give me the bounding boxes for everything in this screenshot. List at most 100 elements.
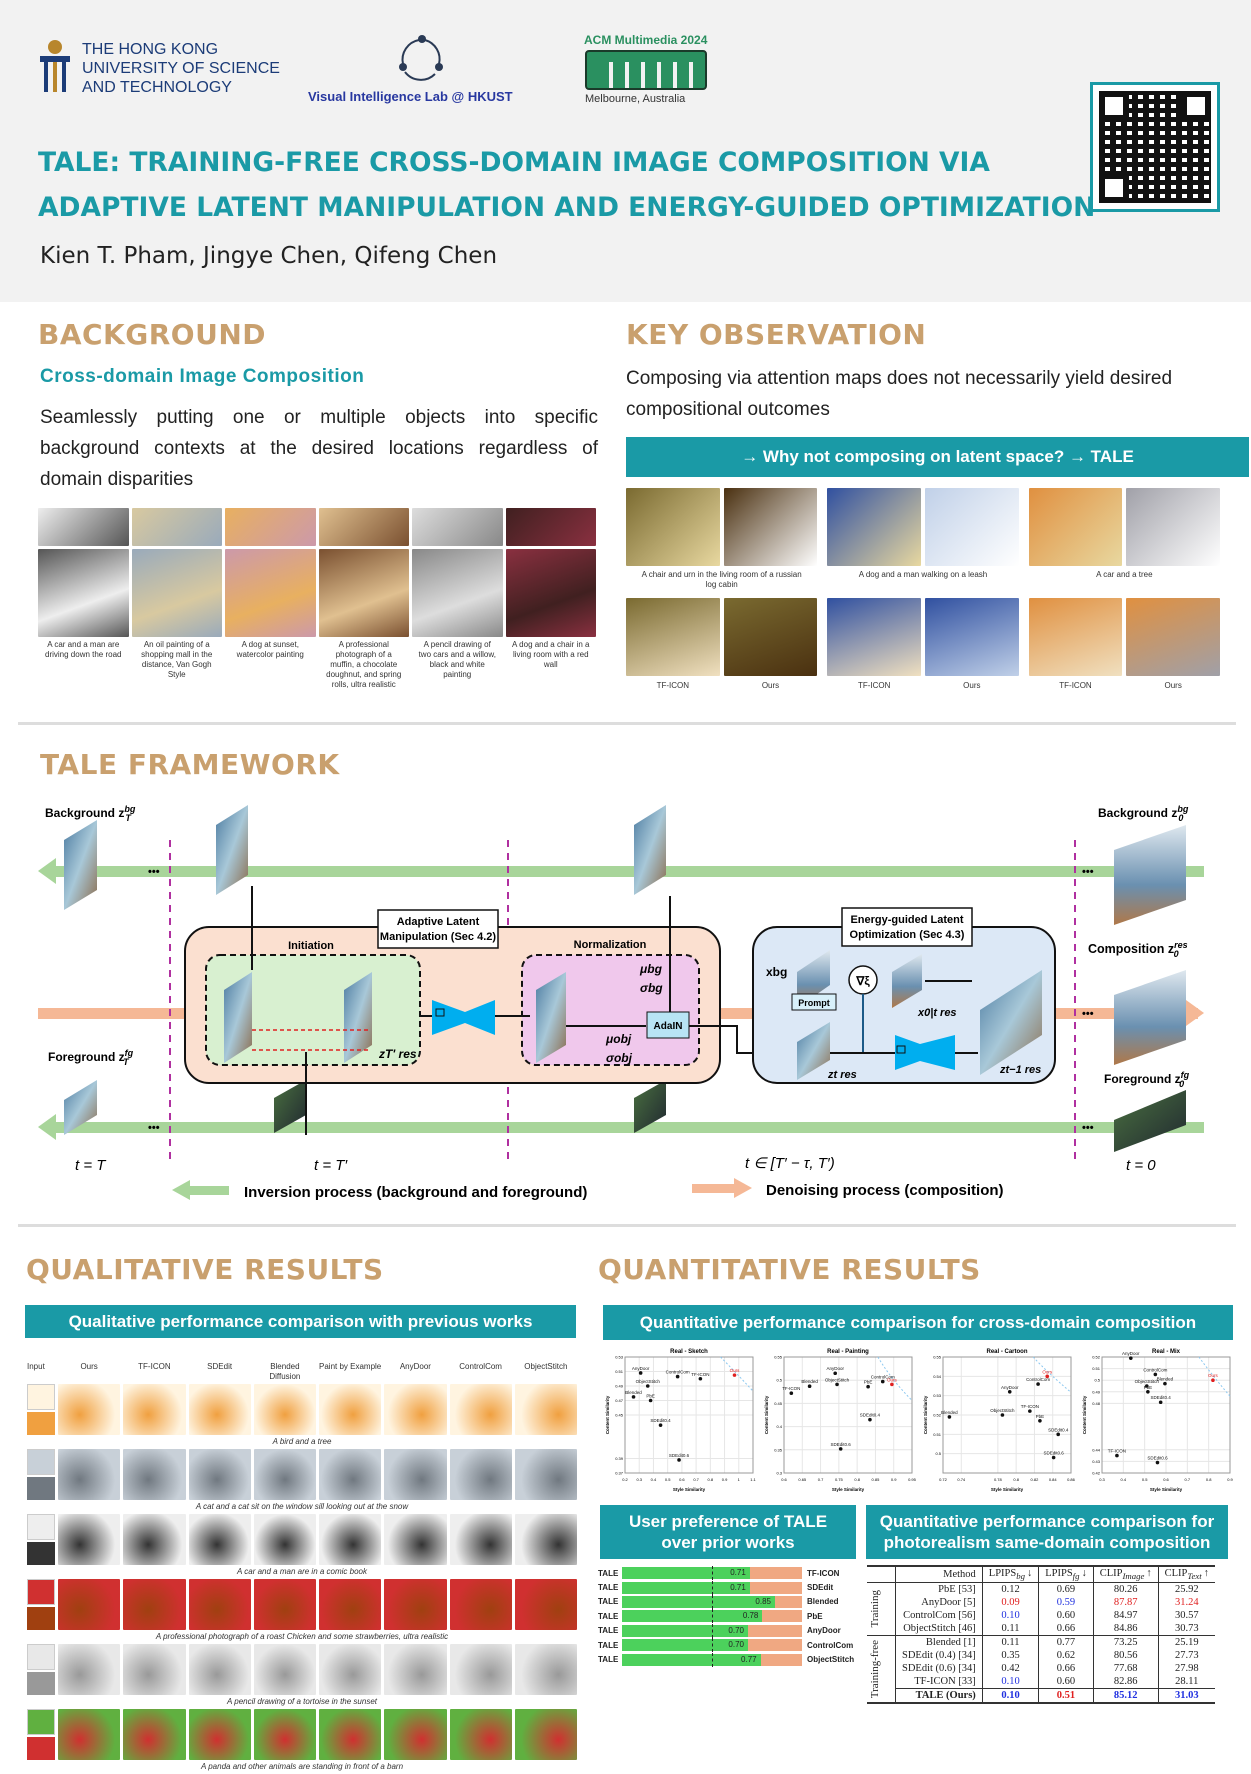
tficon-result-image <box>626 598 720 676</box>
y-tick-label: 0.47 <box>615 1398 624 1403</box>
chart-title: Real - Sketch <box>670 1349 708 1355</box>
result-image <box>188 1514 251 1565</box>
data-point <box>1045 1374 1050 1379</box>
example-composite-image <box>318 549 409 637</box>
midline <box>712 1566 713 1581</box>
point-label: ObjectStitch <box>990 1408 1015 1413</box>
ours-label: Ours <box>1164 681 1182 690</box>
result-image <box>58 1579 121 1630</box>
column-header: LPIPSbg↓ <box>982 1566 1040 1583</box>
result-image <box>253 1514 316 1565</box>
group-label: Training <box>869 1590 881 1628</box>
x-axis-label: Style Similarity <box>832 1487 865 1492</box>
metric-cell: 80.26 <box>1093 1582 1159 1597</box>
result-image <box>514 1449 577 1500</box>
example-input-image <box>38 508 129 546</box>
arrow-right-icon <box>1186 1000 1204 1026</box>
point-label: SDEdit0.6 <box>669 1453 690 1458</box>
y-axis-label: Content Similarity <box>605 1395 610 1434</box>
preference-value: 0.71 <box>730 1568 746 1578</box>
x-tick-label: 0.9 <box>722 1477 728 1482</box>
metric-cell: 0.66 <box>1038 1662 1094 1676</box>
pareto-curve <box>877 1356 913 1401</box>
latent-bg-norm <box>634 805 666 895</box>
preference-bar: 0.71 <box>622 1566 802 1581</box>
preference-fill: 0.71 <box>622 1567 750 1580</box>
y-tick-label: 0.3 <box>776 1471 782 1476</box>
midline <box>712 1652 713 1667</box>
qr-code[interactable] <box>1090 82 1220 212</box>
column-header: ControlCom <box>459 1362 502 1371</box>
result-image <box>514 1709 577 1760</box>
input-background-image <box>27 1449 55 1475</box>
hkust-logo <box>40 40 70 96</box>
column-header: SDEdit <box>207 1362 233 1371</box>
observation-heading: KEY OBSERVATION <box>626 318 927 351</box>
data-point <box>1158 1400 1163 1405</box>
data-point <box>1211 1378 1215 1382</box>
point-label: SDEdit0.4 <box>1151 1395 1172 1400</box>
y-tick-label: 0.52 <box>1092 1355 1101 1360</box>
latent-bg-T <box>64 820 97 910</box>
column-header: Paint by Example <box>319 1362 382 1371</box>
result-image <box>188 1449 251 1500</box>
method-cell: TALE (Ours) <box>895 1688 983 1704</box>
metric-cell: 82.86 <box>1093 1675 1159 1689</box>
competitor-label: ObjectStitch <box>807 1655 855 1665</box>
latent-bg-0 <box>1114 825 1186 925</box>
group-label-cell: Training <box>867 1582 896 1636</box>
x-tick-label: 0.82 <box>1031 1477 1040 1482</box>
tale-label: TALE <box>598 1583 619 1593</box>
method-cell: AnyDoor [5] <box>895 1596 983 1610</box>
data-point <box>880 1379 885 1384</box>
group-label: Training-free <box>869 1639 881 1699</box>
metric-cell: 30.57 <box>1174 1610 1199 1622</box>
tale-label: TALE <box>598 1568 619 1578</box>
chart-title: Real - Painting <box>827 1349 869 1355</box>
x-axis-label: Style Similarity <box>673 1487 706 1492</box>
y-tick-label: 0.55 <box>774 1355 783 1360</box>
result-image <box>58 1709 121 1760</box>
point-label: SDEdit0.6 <box>1043 1451 1064 1456</box>
y-tick-label: 0.51 <box>1092 1366 1101 1371</box>
denoising-legend-arrow-icon <box>734 1178 752 1198</box>
tficon-label: TF-ICON <box>857 681 891 690</box>
adain-block <box>646 1011 690 1039</box>
data-point <box>1056 1432 1060 1437</box>
sigma-bg-label: σbg <box>640 981 663 995</box>
x-tick-label: 0.7 <box>1185 1477 1191 1482</box>
latent-fg-range <box>634 1080 666 1133</box>
quantitative-banner: Quantitative performance comparison for … <box>603 1305 1233 1340</box>
result-image <box>319 1709 382 1760</box>
data-point <box>1153 1372 1158 1377</box>
preference-value: 0.70 <box>728 1625 744 1635</box>
quantitative-heading: QUANTITATIVE RESULTS <box>598 1253 981 1286</box>
observation-group: A chair and urn in the living room of a … <box>626 488 818 691</box>
x-tick-label: 0.75 <box>835 1477 844 1482</box>
point-label: ControlCom <box>666 1370 690 1375</box>
ego-title: Optimization (Sec 4.3) <box>850 929 965 941</box>
inversion-legend-arrow-icon <box>172 1180 190 1200</box>
background-text: Seamlessly putting one or multiple objec… <box>40 407 598 490</box>
ours-result-image <box>723 598 818 676</box>
tficon-label: TF-ICON <box>1059 681 1092 690</box>
latent-fg-T <box>64 1080 97 1135</box>
metric-cell: 0.12 <box>982 1582 1040 1597</box>
background-heading: BACKGROUND <box>38 318 267 351</box>
method-cell: Blended [1] <box>895 1635 983 1650</box>
inversion-bg-track <box>52 866 1204 877</box>
observation-banner: → Why not composing on latent space? → T… <box>626 437 1249 477</box>
qualitative-row <box>27 1709 577 1760</box>
lab-logo-icon <box>399 35 443 81</box>
y-tick-label: 0.51 <box>933 1432 942 1437</box>
data-point <box>1115 1453 1119 1458</box>
x-tick-label: 0.8 <box>708 1477 714 1482</box>
observation-examples: A chair and urn in the living room of a … <box>626 488 1220 691</box>
metric-cell: 28.11 <box>1175 1676 1199 1688</box>
